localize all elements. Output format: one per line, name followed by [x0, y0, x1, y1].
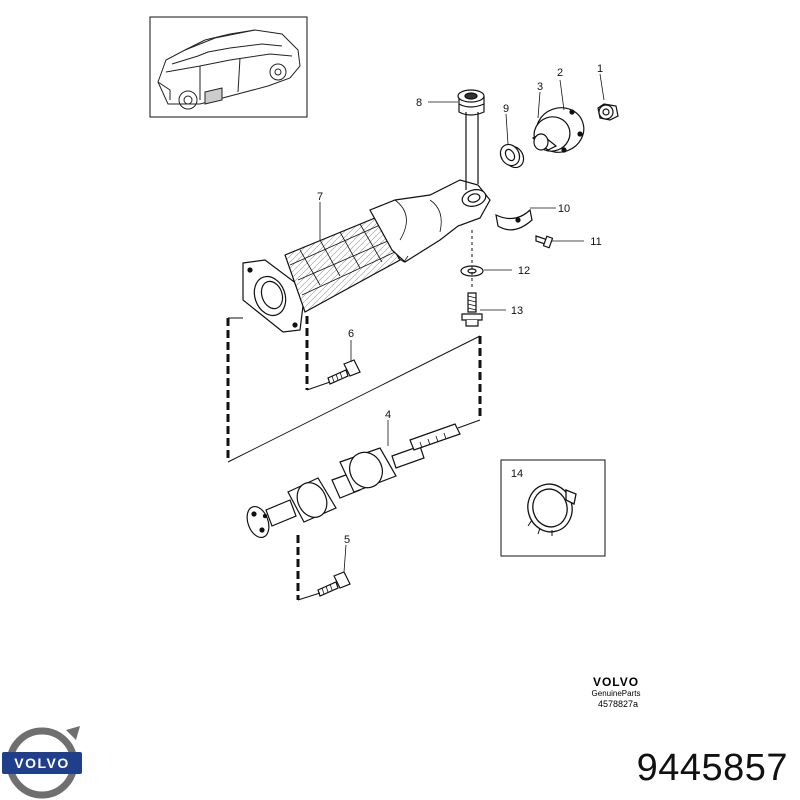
- callout-1: 1: [597, 63, 603, 75]
- part-6-bolt: [327, 359, 361, 385]
- callout-11: 11: [590, 236, 601, 248]
- part-10-clamp: [495, 208, 533, 231]
- logo-arrow-icon: [66, 726, 80, 740]
- part-13-bolt: [461, 292, 483, 327]
- callout-7: 7: [317, 191, 323, 203]
- part-number: 9445857: [636, 747, 788, 789]
- part-1-cap: [597, 103, 619, 121]
- logo-bar: [2, 752, 82, 774]
- part-7-shaft-tube: [242, 179, 491, 333]
- callout-10: 10: [558, 203, 570, 215]
- callout-9: 9: [503, 103, 509, 115]
- part-4-intermediate-shaft: [246, 423, 461, 539]
- callout-leader-lines: [319, 73, 605, 573]
- callout-2: 2: [557, 67, 563, 79]
- callout-4: 4: [385, 409, 391, 421]
- part-14-inset: [500, 459, 606, 557]
- callout-6: 6: [348, 328, 354, 340]
- callout-5: 5: [344, 534, 350, 546]
- volvo-logo: VOLVO: [2, 726, 82, 799]
- part-14-clip-ring: [527, 483, 577, 536]
- callout-3: 3: [537, 81, 543, 93]
- footer-genuine-parts: GenuineParts: [592, 689, 641, 698]
- station-wagon-icon: [157, 29, 301, 110]
- genuine-parts-footer: VOLVO GenuineParts 4578827a: [592, 675, 641, 709]
- part-9-bearing: [499, 143, 525, 169]
- callout-14: 14: [511, 468, 523, 480]
- part-8-bushing: [457, 89, 485, 116]
- footer-drawing-code: 4578827a: [598, 699, 638, 709]
- callout-labels: 1 2 3 4 5 6 7 8 9 10 11 12 13 14: [317, 63, 603, 546]
- logo-word: VOLVO: [14, 755, 69, 771]
- part-5-bolt: [317, 571, 351, 597]
- vehicle-location-inset: [149, 16, 308, 118]
- part-12-washer: [460, 265, 484, 277]
- callout-13: 13: [511, 305, 523, 317]
- callout-8: 8: [416, 97, 422, 109]
- part-11-bolt: [535, 235, 554, 249]
- assembly-guide-lines: [226, 112, 482, 601]
- footer-brand: VOLVO: [593, 675, 639, 689]
- callout-12: 12: [518, 265, 530, 277]
- part-2-3-bearing-housing: [531, 107, 585, 153]
